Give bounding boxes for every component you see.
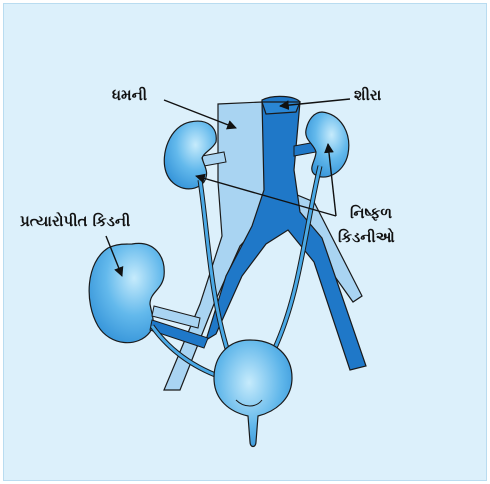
transplanted-kidney-label: પ્રત્યારોપીત કિડની	[20, 212, 130, 232]
failed-kidneys-label-line1: નિષ્ફળ	[350, 204, 392, 224]
failed-kidney-right	[306, 112, 349, 177]
kidney-transplant-illustration	[4, 4, 487, 481]
artery-label: ધમની	[112, 86, 147, 106]
bladder	[214, 340, 292, 447]
diagram-canvas: ધમની શીરા પ્રત્યારોપીત કિડની નિષ્ફળ કિડન…	[3, 3, 487, 481]
failed-kidneys-label-line2: કિડનીઓ	[338, 228, 395, 248]
vein-label: શીરા	[354, 86, 381, 106]
